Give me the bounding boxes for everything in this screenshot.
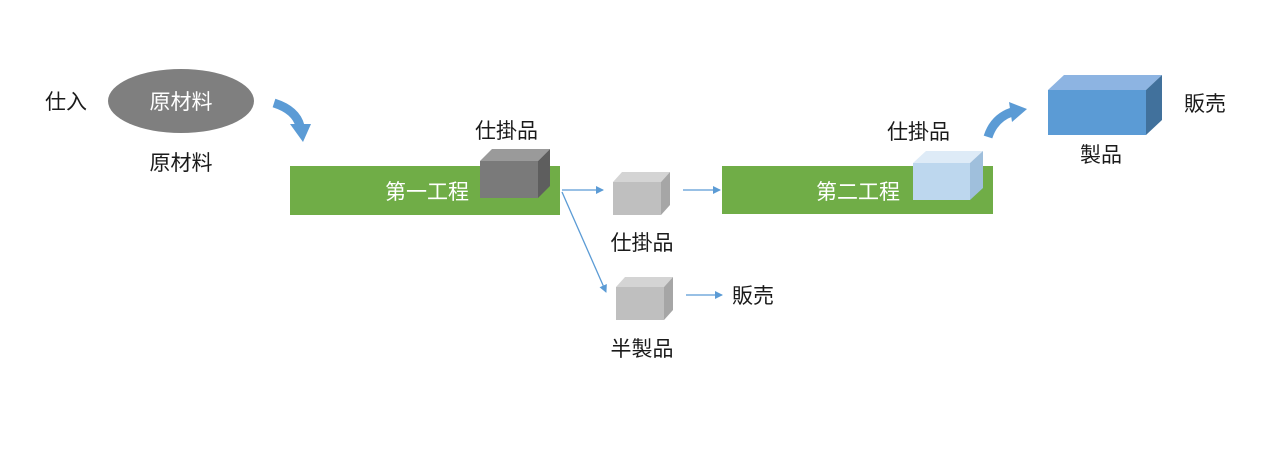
semi-product-label: 半製品 xyxy=(611,337,674,361)
curved-arrow-to-product xyxy=(983,102,1027,139)
raw-material-node-label: 原材料 xyxy=(150,90,213,114)
mid-wip-cube xyxy=(613,172,670,215)
semi-product-cube xyxy=(616,277,673,320)
mid-wip-label: 仕掛品 xyxy=(611,231,674,255)
process2-wip-cube xyxy=(913,151,983,200)
semi-sale-label: 販売 xyxy=(732,284,774,308)
raw-material-node: 原材料 xyxy=(108,69,254,133)
curved-arrow-to-process1 xyxy=(272,98,311,142)
product-label: 製品 xyxy=(1080,143,1122,167)
process1-wip-label: 仕掛品 xyxy=(475,119,538,143)
raw-material-caption: 原材料 xyxy=(150,151,213,175)
purchase-label: 仕入 xyxy=(45,90,87,114)
process1-wip-cube xyxy=(480,149,550,198)
process2-wip-label: 仕掛品 xyxy=(887,120,950,144)
product-cube xyxy=(1048,75,1162,135)
process1-label: 第一工程 xyxy=(385,180,469,204)
final-sale-label: 販売 xyxy=(1184,92,1226,116)
process2-label: 第二工程 xyxy=(816,180,900,204)
arrow-to-semi-product xyxy=(561,191,607,293)
raw-material-ellipse xyxy=(108,69,254,133)
